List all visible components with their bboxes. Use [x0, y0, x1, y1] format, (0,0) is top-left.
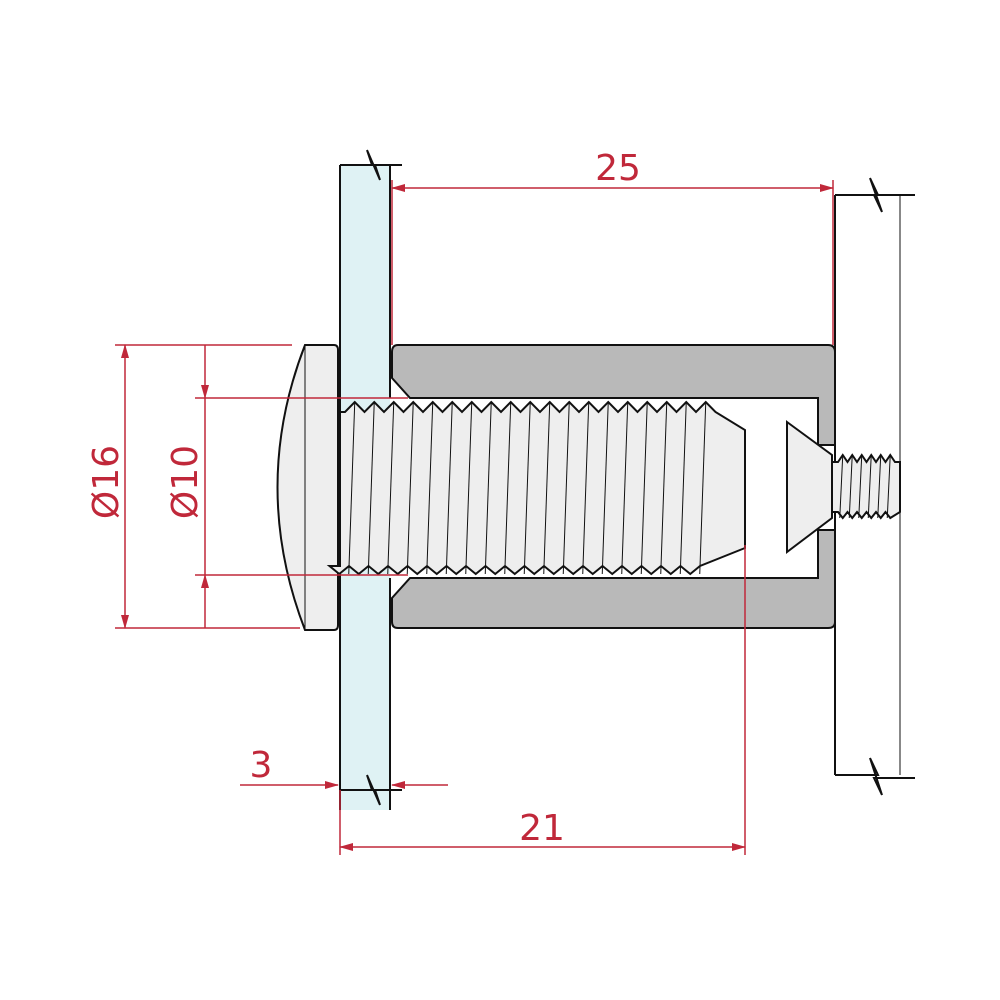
cap-head: [276, 344, 339, 631]
dimension-cap-diameter: Ø16: [86, 344, 129, 629]
thread-line: [426, 401, 434, 575]
dimension-label: Ø10: [165, 445, 206, 519]
dimension-label: 21: [519, 808, 565, 849]
thread-line: [679, 401, 687, 575]
thread-line: [858, 454, 863, 519]
thread-line: [387, 401, 395, 575]
dimension-bolt-length: 21: [339, 808, 746, 851]
thread-line: [699, 401, 707, 575]
thread-line: [640, 401, 648, 575]
dimension-bolt-diameter: Ø10: [165, 345, 209, 628]
thread-line: [445, 401, 453, 575]
thread-line: [543, 401, 551, 575]
thread-line: [877, 454, 882, 519]
thread-line: [867, 454, 872, 519]
thread-line: [562, 401, 570, 575]
thread-line: [582, 401, 590, 575]
thread-line: [839, 454, 844, 519]
thread-line: [621, 401, 629, 575]
thread-line: [367, 401, 375, 575]
dimension-spacer-length: 25: [391, 148, 834, 192]
dimension-label: Ø16: [86, 445, 127, 519]
thread-line: [484, 401, 492, 575]
thread-line: [848, 454, 853, 519]
dimension-label: 3: [250, 745, 273, 786]
thread-line: [886, 454, 891, 519]
thread-line: [348, 401, 356, 575]
thread-line: [406, 401, 414, 575]
countersunk-screw: [786, 420, 901, 555]
threaded-bolt: [326, 400, 746, 576]
dimension-glass-thickness: 3: [240, 745, 448, 789]
thread-line: [523, 401, 531, 575]
spacer-barrel: [391, 344, 836, 629]
dimension-label: 25: [595, 148, 641, 189]
thread-line: [465, 401, 473, 575]
thread-line: [601, 401, 609, 575]
thread-line: [504, 401, 512, 575]
thread-line: [660, 401, 668, 575]
extension-lines: [115, 180, 834, 855]
